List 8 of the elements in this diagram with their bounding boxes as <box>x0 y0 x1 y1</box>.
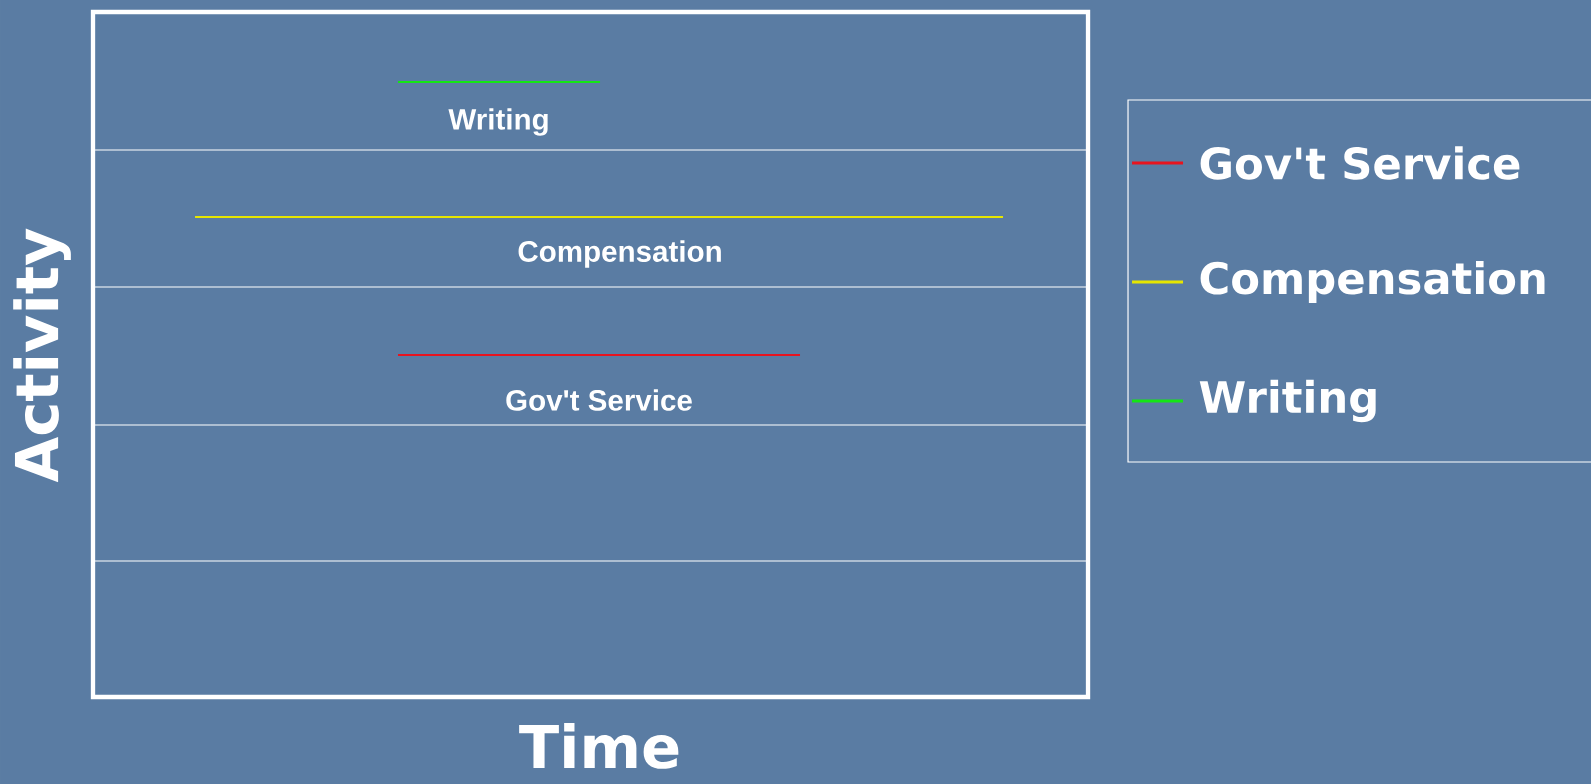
legend-label: Writing <box>1199 379 1376 423</box>
axis-title: Activity <box>13 228 71 483</box>
legend-label: Compensation <box>1200 261 1545 303</box>
bar-label: Compensation <box>518 240 721 268</box>
axis-title: Time <box>519 723 679 769</box>
bar-label: Gov't Service <box>506 389 692 411</box>
bar-label: Writing <box>448 108 548 136</box>
legend-label: Gov't Service <box>1200 146 1520 180</box>
